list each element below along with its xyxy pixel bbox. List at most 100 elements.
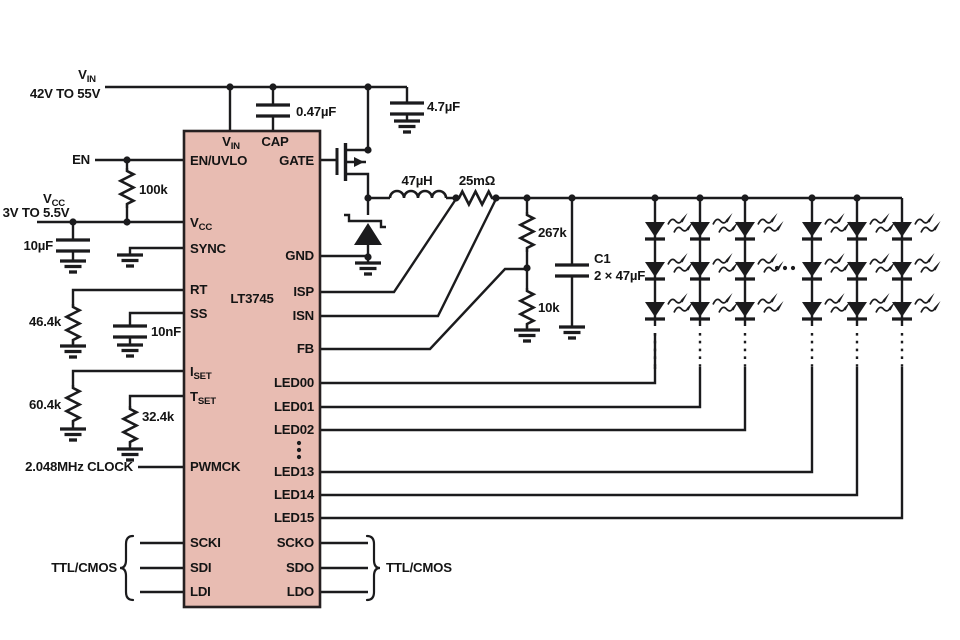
pin-label-pwmck: PWMCK [190, 459, 241, 474]
led-col-1-return [320, 367, 657, 385]
resistor-10k [519, 286, 535, 330]
ground-symbol [58, 259, 88, 274]
vin-label: VIN [78, 67, 96, 85]
ground-symbol [115, 253, 145, 268]
pin-label-vin: VIN [222, 134, 240, 152]
pin-label-fb: FB [297, 341, 314, 356]
capacitor-10n [111, 324, 149, 339]
clock-label: 2.048MHz CLOCK [25, 459, 134, 474]
pin-label-isp: ISP [293, 284, 314, 299]
wire-source [347, 172, 370, 198]
pin-label-gnd: GND [285, 248, 314, 263]
led-col-2-return [320, 367, 702, 409]
pin-label-en-uvlo: EN/UVLO [190, 153, 247, 168]
led [847, 253, 896, 279]
r-tset-value: 32.4k [142, 409, 175, 424]
led [802, 213, 851, 239]
ttl-cmos-left-label: TTL/CMOS [51, 560, 117, 575]
led [645, 213, 694, 239]
pin-label-sdo: SDO [286, 560, 314, 575]
pin-label-led01: LED01 [274, 399, 314, 414]
brace-left [119, 534, 135, 602]
brace-right [365, 534, 381, 602]
mosfet [335, 143, 364, 181]
ground-symbol [58, 427, 88, 442]
wire-isn [320, 198, 498, 318]
led [690, 213, 739, 239]
pin-label-tset: TSET [190, 389, 216, 407]
ttl-cmos-right-label: TTL/CMOS [386, 560, 452, 575]
pin-label-led00: LED00 [274, 375, 314, 390]
led-col-6-return [320, 367, 904, 520]
wire-isp [320, 198, 457, 294]
led [735, 253, 784, 279]
ground-symbol [353, 261, 383, 276]
en-label: EN [72, 152, 90, 167]
led [645, 253, 694, 279]
led [892, 253, 941, 279]
pin-label-sdi: SDI [190, 560, 211, 575]
r-rt-value: 46.4k [29, 314, 62, 329]
wire-drain [347, 87, 370, 152]
ground-symbol [392, 119, 422, 134]
vin-range-label: 42V TO 55V [30, 86, 101, 101]
c1-name: C1 [594, 251, 610, 266]
vcc-range-label: 3V TO 5.5V [3, 205, 70, 220]
resistor-46k4 [65, 302, 81, 346]
pin-label-scki: SCKI [190, 535, 221, 550]
vcc-label: VCC [43, 191, 65, 209]
pin-label-rt: RT [190, 282, 207, 297]
pin-label-led15: LED15 [274, 510, 314, 525]
ground-symbol [557, 325, 587, 340]
ground-symbol [58, 344, 88, 359]
pin-label-isn: ISN [293, 308, 314, 323]
c-vcc-value: 10µF [23, 238, 53, 253]
resistor-25mohm-sense [454, 190, 498, 206]
resistor-100k [119, 166, 135, 210]
capacitor-4u7 [388, 101, 426, 116]
r-sense-value: 25mΩ [459, 173, 496, 188]
led-col-5-return [320, 367, 859, 497]
led-col-4-return [320, 367, 814, 474]
wire-sync [128, 246, 184, 255]
c-in-value: 4.7µF [427, 99, 460, 114]
ic-part-number: LT3745 [230, 291, 273, 306]
led [892, 213, 941, 239]
pin-label-vcc: VCC [190, 215, 212, 233]
led [802, 253, 851, 279]
resistor-267k [519, 210, 535, 254]
r-iset-value: 60.4k [29, 397, 62, 412]
l1-value: 47µH [402, 173, 433, 188]
pin-label-cap: CAP [261, 134, 289, 149]
ground-symbol [512, 328, 542, 343]
pin-label-led14: LED14 [274, 487, 315, 502]
c1-value: 2 × 47µF [594, 268, 645, 283]
wire-serial-out [320, 541, 368, 594]
led-strings [320, 198, 941, 520]
wire-fb [320, 267, 527, 351]
junction-dots [69, 83, 861, 272]
led [735, 213, 784, 239]
pin-label-ldi: LDI [190, 584, 211, 599]
led [690, 293, 739, 319]
pin-label-ss: SS [190, 306, 208, 321]
pin-label-sync: SYNC [190, 241, 227, 256]
pin-label-led13: LED13 [274, 464, 314, 479]
r-en-value: 100k [139, 182, 168, 197]
pin-label-ldo: LDO [287, 584, 314, 599]
led [847, 213, 896, 239]
led [735, 293, 784, 319]
capacitor-10u [54, 238, 92, 253]
wire-serial-in [140, 541, 184, 594]
schottky-diode [344, 213, 386, 245]
c-cap-value: 0.47µF [296, 104, 336, 119]
led [645, 293, 694, 319]
ic-body [182, 129, 322, 609]
c-ss-value: 10nF [151, 324, 181, 339]
resistor-60k4 [65, 383, 81, 427]
capacitor-0u47 [254, 103, 292, 118]
led [892, 293, 941, 319]
resistor-32k4 [122, 404, 138, 448]
inductor-47uh [388, 189, 448, 199]
